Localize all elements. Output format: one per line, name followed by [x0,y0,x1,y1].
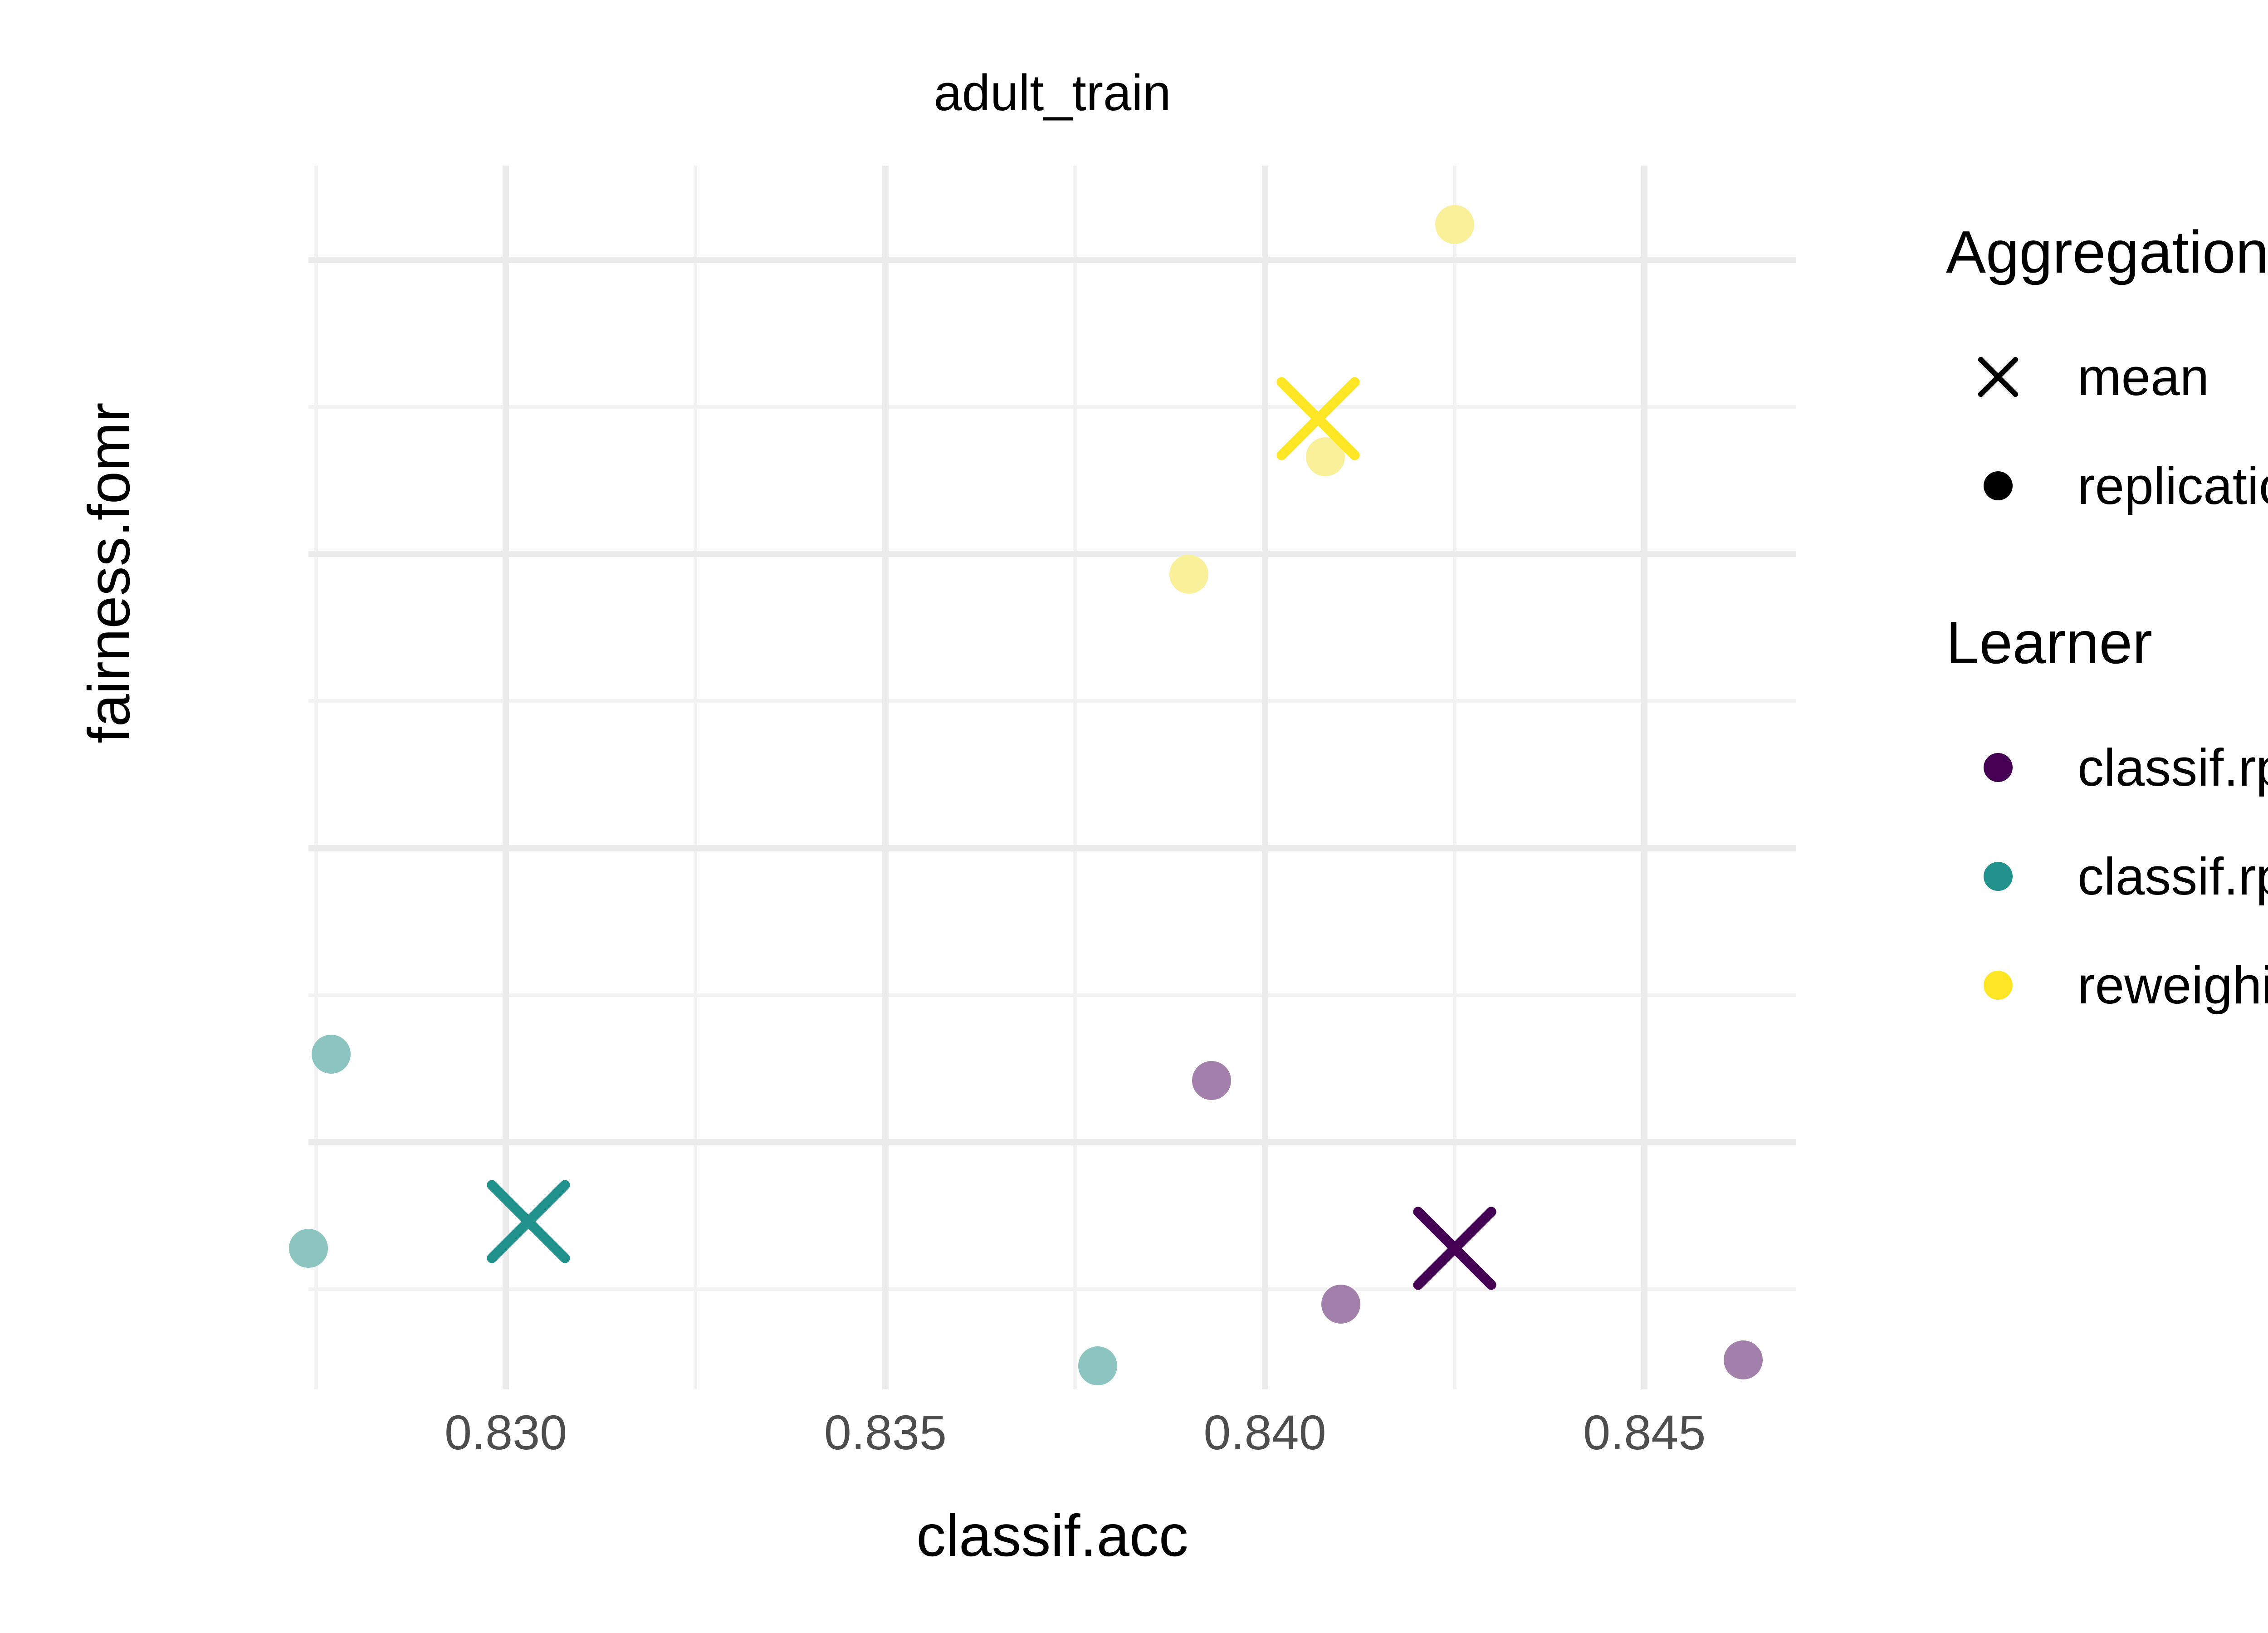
legend-title-aggregation: Aggregation [1946,219,2268,285]
data-point-mean [1403,1196,1507,1301]
data-point-replication [1435,205,1474,244]
gridline-major-horizontal [308,1139,1796,1146]
data-point-replication [1321,1284,1360,1324]
gridline-major-vertical [503,166,509,1389]
legend: Aggregation mean replication Learner [1946,218,2268,1040]
legend-label-reweighing-wts-classif-rpart: reweighing_wts.classif.rpart [2077,956,2268,1015]
cross-icon [1946,341,2050,413]
data-point-replication [1192,1061,1232,1100]
gridline-minor-vertical [694,166,698,1389]
legend-item-replication[interactable]: replication [1946,431,2268,540]
data-point-replication [1169,555,1209,594]
legend-title-learner: Learner [1946,609,2152,676]
legend-label-mean: mean [2077,347,2209,406]
gridline-major-vertical [882,166,889,1389]
data-point-replication [312,1034,351,1074]
gridline-minor-vertical [1452,166,1457,1389]
legend-group-aggregation: Aggregation mean replication [1946,218,2268,540]
gridline-minor-horizontal [308,1287,1796,1291]
gridline-minor-vertical [1073,166,1077,1389]
gridline-major-horizontal [308,845,1796,851]
x-axis-tick-label: 0.845 [1583,1405,1706,1460]
gridline-major-horizontal [308,256,1796,263]
gridline-major-horizontal [308,551,1796,557]
dot-icon [1946,450,2050,522]
gridline-minor-horizontal [308,699,1796,703]
data-point-replication [1078,1346,1118,1386]
gridline-major-vertical [1641,166,1648,1389]
data-point-replication [1723,1340,1763,1380]
legend-label-classif-rpart-eod: classif.rpart.EOd [2077,847,2268,906]
data-point-mean [476,1169,581,1274]
gridline-minor-vertical [314,166,318,1389]
legend-item-classif-rpart[interactable]: classif.rpart [1946,713,2268,822]
dot-icon [1946,731,2050,804]
legend-label-replication: replication [2077,456,2268,515]
legend-item-reweighing-wts-classif-rpart[interactable]: reweighing_wts.classif.rpart [1946,931,2268,1040]
gridline-minor-horizontal [308,993,1796,997]
page-title: adult_train [934,64,1171,121]
x-axis-tick-label: 0.840 [1203,1405,1326,1460]
data-point-mean [1266,367,1370,471]
dot-icon [1946,949,2050,1022]
gridline-minor-horizontal [308,405,1796,409]
data-point-replication [289,1228,328,1268]
plot-panel [289,166,1796,1389]
x-axis-title: classif.acc [916,1502,1188,1569]
legend-item-mean[interactable]: mean [1946,323,2268,431]
x-axis-tick-label: 0.835 [824,1405,947,1460]
legend-item-classif-rpart-eod[interactable]: classif.rpart.EOd [1946,822,2268,931]
x-axis-tick-label: 0.830 [444,1405,567,1460]
legend-group-learner: Learner classif.rpart classif.rpart.EOd … [1946,608,2268,1040]
gridline-major-vertical [1261,166,1268,1389]
y-axis-title: fairness.fomr [76,402,142,743]
legend-label-classif-rpart: classif.rpart [2077,738,2268,797]
dot-icon [1946,840,2050,913]
